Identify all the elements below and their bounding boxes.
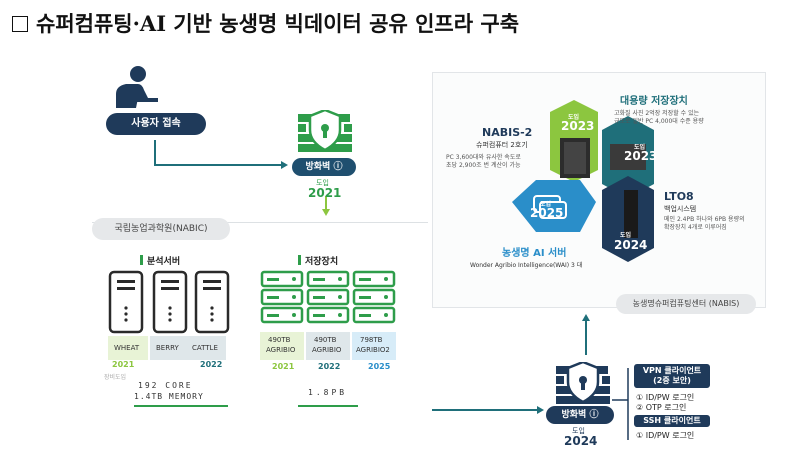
analysis-spec-cores: 192 CORE — [138, 381, 193, 390]
nabic-panel — [92, 222, 428, 428]
ai-server-subtitle: Wonder Agribio Intelligence(WAI) 3 대 — [470, 262, 583, 269]
storage-bar-2 — [306, 332, 350, 360]
arrowhead — [322, 209, 330, 216]
server-year-2021: 2021 — [112, 360, 135, 369]
heading-bar — [298, 255, 301, 265]
server-tower-icon — [108, 270, 144, 334]
arrowhead — [537, 406, 544, 414]
vpn-client-heading: VPN 클라이언트 (2중 보안) — [634, 364, 710, 388]
user-at-desk-icon — [116, 66, 158, 108]
lto8-title: LTO8 — [664, 190, 694, 203]
server-name-wheat: WHEAT — [114, 344, 140, 352]
server-year-2022: 2022 — [200, 360, 223, 369]
firewall-shield-icon — [556, 362, 610, 404]
storage-rack-icon — [352, 270, 396, 324]
server-name-cattle: CATTLE — [192, 344, 218, 352]
firewall-bottom-label: 방화벽 ⓘ — [546, 406, 614, 424]
ssh-item-1: ① ID/PW 로그인 — [636, 431, 695, 440]
ai-server-title: 농생명 AI 서버 — [502, 248, 567, 259]
nabis-storage-desc2: 규모로 일반 PC 4,000대 수준 용량 — [614, 118, 704, 125]
server-bar-wheat — [108, 336, 148, 360]
nabis2-title: NABIS-2 — [482, 126, 533, 139]
storage-year-2021: 2021 — [272, 362, 295, 371]
nabis2-desc1: PC 3,600대와 유사한 속도로 — [446, 154, 521, 161]
page-title-text: 슈퍼컴퓨팅·AI 기반 농생명 빅데이터 공유 인프라 구축 — [36, 11, 520, 36]
ssh-client-heading: SSH 클라이언트 — [634, 415, 710, 427]
user-access-label: 사용자 접속 — [106, 113, 206, 135]
firewall-bottom-intro: 도입 — [572, 427, 585, 435]
storage-underline — [298, 405, 358, 407]
storage-cap-2: 490TB — [314, 336, 337, 344]
user-to-firewall-line — [154, 140, 285, 166]
vpn-item-1: ① ID/PW 로그인 — [636, 393, 695, 402]
page-title: 슈퍼컴퓨팅·AI 기반 농생명 빅데이터 공유 인프라 구축 — [12, 8, 519, 38]
nabis-storage-title: 대용량 저장장치 — [620, 96, 688, 107]
nabis-storage-desc1: 고화질 사진 2억장 저장할 수 있는 — [614, 110, 700, 117]
nabis2-subtitle: 슈퍼컴퓨터 2호기 — [476, 141, 528, 149]
nabic-label: 국립농업과학원(NABIC) — [92, 218, 230, 240]
vpn-heading-sub: (2중 보안) — [653, 376, 691, 385]
storage-name-2: AGRIBIO — [312, 346, 342, 354]
intro-note: 장비도입 — [104, 374, 127, 381]
analysis-heading-text: 분석서버 — [147, 257, 181, 267]
heading-bar — [140, 255, 143, 265]
hex-year-nabis2: 2023 — [561, 119, 595, 133]
firewall-top-year: 2021 — [308, 186, 342, 200]
storage-rack-icon — [306, 270, 350, 324]
storage-name-3: AGRIBIO2 — [356, 346, 390, 354]
spec-underline — [134, 405, 228, 407]
hex-year-lto8: 2024 — [614, 238, 648, 252]
storage-rack-icon — [260, 270, 304, 324]
firewall-top-label: 방화벽 ⓘ — [292, 158, 356, 176]
arrowhead — [582, 314, 590, 321]
firewall-bottom-year: 2024 — [564, 434, 598, 448]
storage-bar-1 — [260, 332, 304, 360]
storage-bar-3 — [352, 332, 396, 360]
hex-intro-2: 도입 — [634, 144, 646, 151]
hex-year-storage: 2023 — [624, 149, 658, 163]
firewall-shield-icon — [298, 110, 352, 152]
hex-intro-1: 도입 — [568, 114, 580, 121]
vpn-item-2: ② OTP 로그인 — [636, 403, 687, 412]
storage-total: 1.8PB — [308, 388, 348, 397]
nabis-panel — [432, 72, 766, 308]
server-tower-icon — [194, 270, 230, 334]
analysis-spec-memory: 1.4TB MEMORY — [134, 392, 204, 401]
server-name-berry: BERRY — [156, 344, 179, 352]
checkbox-square-icon — [12, 16, 28, 32]
hex-year-ai: 2025 — [530, 206, 564, 220]
nabis2-desc2: 초당 2,900조 번 계산이 가능 — [446, 162, 521, 169]
storage-year-2022: 2022 — [318, 362, 341, 371]
lto8-desc1: 메인 2.4PB 하나와 6PB 용량의 — [664, 216, 745, 223]
storage-cap-1: 490TB — [268, 336, 291, 344]
server-tower-icon — [152, 270, 188, 334]
arrowhead — [281, 161, 288, 169]
storage-heading-text: 저장장치 — [305, 257, 339, 267]
nabis-label: 농생명슈퍼컴퓨팅센터 (NABIS) — [616, 294, 756, 314]
hex-intro-4: 도입 — [540, 201, 552, 208]
vpn-heading-text: VPN 클라이언트 — [642, 366, 702, 375]
server-bar-berry-cattle — [150, 336, 226, 360]
lto8-desc2: 확장장치 4개로 이루어짐 — [664, 224, 727, 231]
lto8-subtitle: 백업시스템 — [664, 205, 697, 213]
storage-heading: 저장장치 — [298, 254, 338, 267]
analysis-heading: 분석서버 — [140, 254, 180, 267]
storage-name-1: AGRIBIO — [266, 346, 296, 354]
firewall-top-intro: 도입 — [316, 179, 329, 187]
storage-year-2025: 2025 — [368, 362, 391, 371]
hex-intro-3: 도입 — [620, 232, 632, 239]
hex-cluster — [512, 100, 654, 262]
storage-cap-3: 798TB — [360, 336, 383, 344]
